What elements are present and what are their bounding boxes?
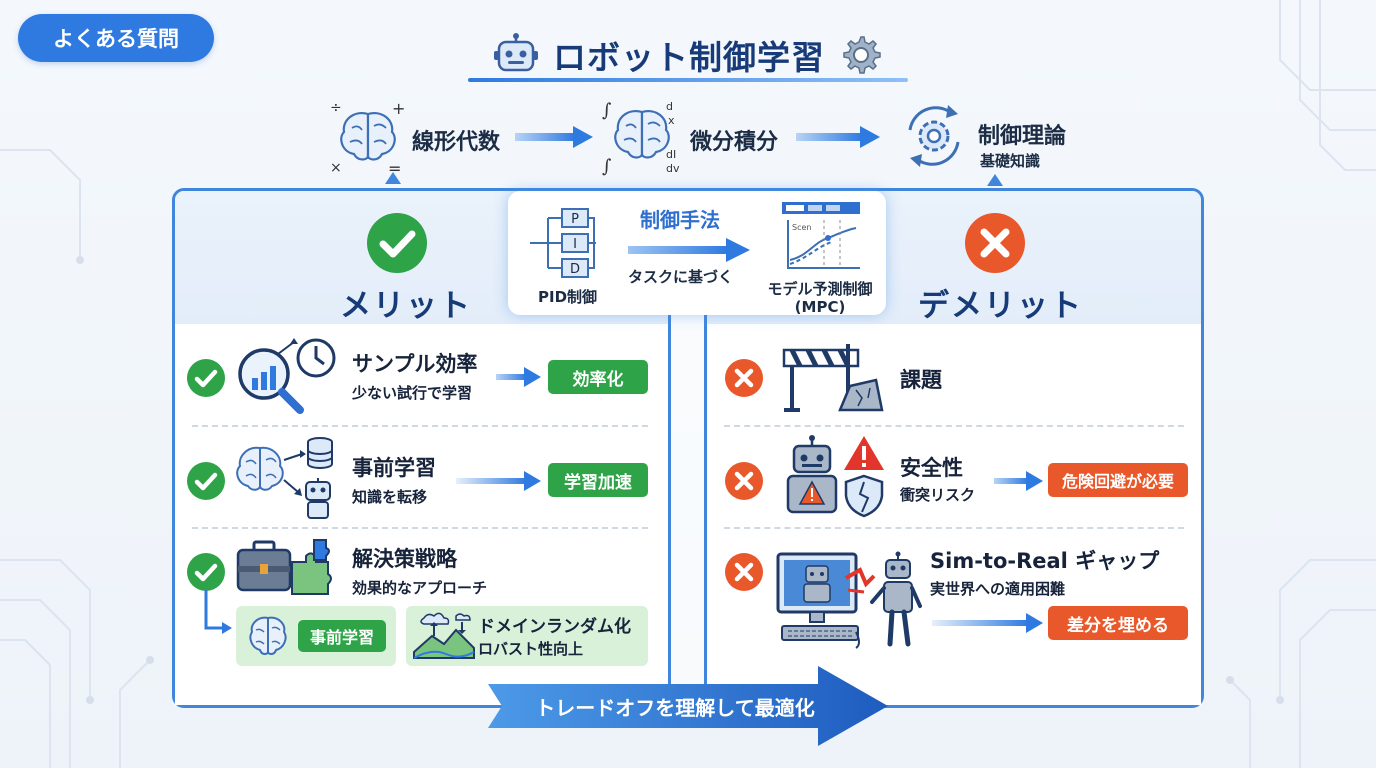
merit-row-1-sub: 少ない試行で学習: [352, 384, 473, 402]
barrier-icon: [782, 344, 884, 412]
demerit-row-2-sub: 衝突リスク: [900, 486, 976, 504]
mpc-graph-text: Scen: [792, 223, 811, 232]
svg-text:∫: ∫: [602, 156, 612, 177]
tradeoff-label: トレードオフを理解して最適化: [535, 695, 815, 720]
demerit-row-2-result: 危険回避が必要: [1048, 463, 1188, 497]
pid-i-label: I: [573, 237, 577, 252]
row-divider: [192, 425, 648, 427]
svg-text:∫: ∫: [602, 100, 612, 121]
merit-row-2-result: 学習加速: [548, 463, 648, 497]
cross-icon: [725, 553, 763, 591]
pid-block-icon: P I D: [530, 208, 596, 278]
arrow-right-icon: [515, 126, 593, 148]
demerit-body: [707, 324, 1201, 705]
connector-arrow-icon: [204, 590, 232, 634]
mpc-abbr: (MPC): [794, 298, 846, 316]
merit-row-2-sub: 知識を転移: [352, 488, 428, 506]
topic-calculus: 微分積分: [690, 130, 779, 155]
svg-text:dI: dI: [666, 148, 676, 161]
brain-icon: [249, 616, 287, 655]
arrow-right-icon: [994, 471, 1043, 491]
toolbox-icon: [236, 539, 332, 595]
arrow-right-icon: [932, 613, 1043, 633]
svg-text:=: =: [388, 159, 401, 176]
topic-control-theory: 制御理論: [978, 124, 1067, 149]
arrow-right-icon: [456, 471, 541, 491]
merit-row-3-sub: 効果的なアプローチ: [352, 579, 488, 597]
svg-text:×: ×: [330, 160, 342, 176]
mpc-label: モデル予測制御: [767, 280, 873, 298]
divider-left: [668, 310, 671, 706]
demerit-row-3-result: 差分を埋める: [1048, 606, 1188, 640]
magnifier-chart-icon: [238, 338, 336, 414]
check-icon: [187, 462, 225, 500]
tradeoff-arrow: [488, 666, 888, 746]
demerit-row-3-title: Sim-to-Real ギャップ: [930, 549, 1160, 573]
domain-random-sub: ロバスト性向上: [478, 640, 584, 658]
page-title-group: ロボット制御学習: [466, 26, 910, 84]
gear-icon: [843, 36, 881, 74]
topic-control-theory-sub: 基礎知識: [980, 152, 1041, 170]
svg-text:+: +: [392, 99, 405, 118]
merit-row-1-result: 効率化: [548, 360, 648, 394]
merit-title: メリット: [340, 288, 472, 324]
merit-row-1-title: サンプル効率: [352, 352, 478, 376]
divider-right: [704, 310, 707, 706]
pid-p-label: P: [571, 212, 579, 227]
check-icon: [187, 359, 225, 397]
faq-badge[interactable]: よくある質問: [18, 14, 214, 62]
page-title: ロボット制御学習: [553, 38, 825, 77]
merit-row-2-title: 事前学習: [352, 456, 436, 480]
demerit-row-3-sub: 実世界への適用困難: [930, 580, 1066, 598]
svg-text:÷: ÷: [330, 100, 342, 116]
check-icon: [187, 553, 225, 591]
check-icon: [367, 213, 427, 273]
gear-cycle-icon: [908, 105, 960, 167]
computer-robot-icon: [776, 551, 922, 649]
arrow-up-icon: [987, 174, 1003, 186]
pid-label: PID制御: [538, 288, 598, 306]
pid-d-label: D: [570, 262, 580, 277]
brain-transfer-icon: [236, 437, 333, 519]
arrow-right-icon: [796, 126, 880, 148]
method-middle-label: タスクに基づく: [628, 268, 734, 286]
method-title: 制御手法: [640, 208, 720, 232]
row-divider: [724, 425, 1184, 427]
arrow-right-icon: [496, 367, 541, 387]
demerit-row-2-title: 安全性: [900, 456, 963, 480]
merit-row-3-title: 解決策戦略: [352, 547, 457, 571]
pretrain-pill: 事前学習: [298, 620, 386, 652]
mpc-graph-icon: Scen: [782, 202, 860, 269]
cross-icon: [725, 462, 763, 500]
svg-text:dv: dv: [666, 162, 680, 175]
cross-icon: [965, 213, 1025, 273]
topic-linear-algebra: 線形代数: [412, 130, 501, 155]
robot-warning-icon: [786, 435, 884, 518]
robot-icon: [494, 33, 538, 72]
row-divider: [724, 527, 1184, 529]
domain-random-title: ドメインランダム化: [478, 617, 631, 637]
cross-icon: [725, 359, 763, 397]
demerit-title: デメリット: [918, 288, 1083, 324]
svg-text:x: x: [668, 114, 675, 127]
arrow-right-icon: [628, 238, 750, 262]
terrain-icon: [413, 612, 475, 659]
svg-text:d: d: [666, 100, 673, 113]
brain-icon: ÷ + × =: [330, 99, 405, 176]
title-underline: [468, 78, 908, 82]
arrow-up-icon: [385, 172, 401, 184]
row-divider: [192, 527, 648, 529]
demerit-row-1-title: 課題: [900, 368, 942, 392]
brain-icon: ∫ d x ∫ dI dv: [602, 100, 680, 177]
